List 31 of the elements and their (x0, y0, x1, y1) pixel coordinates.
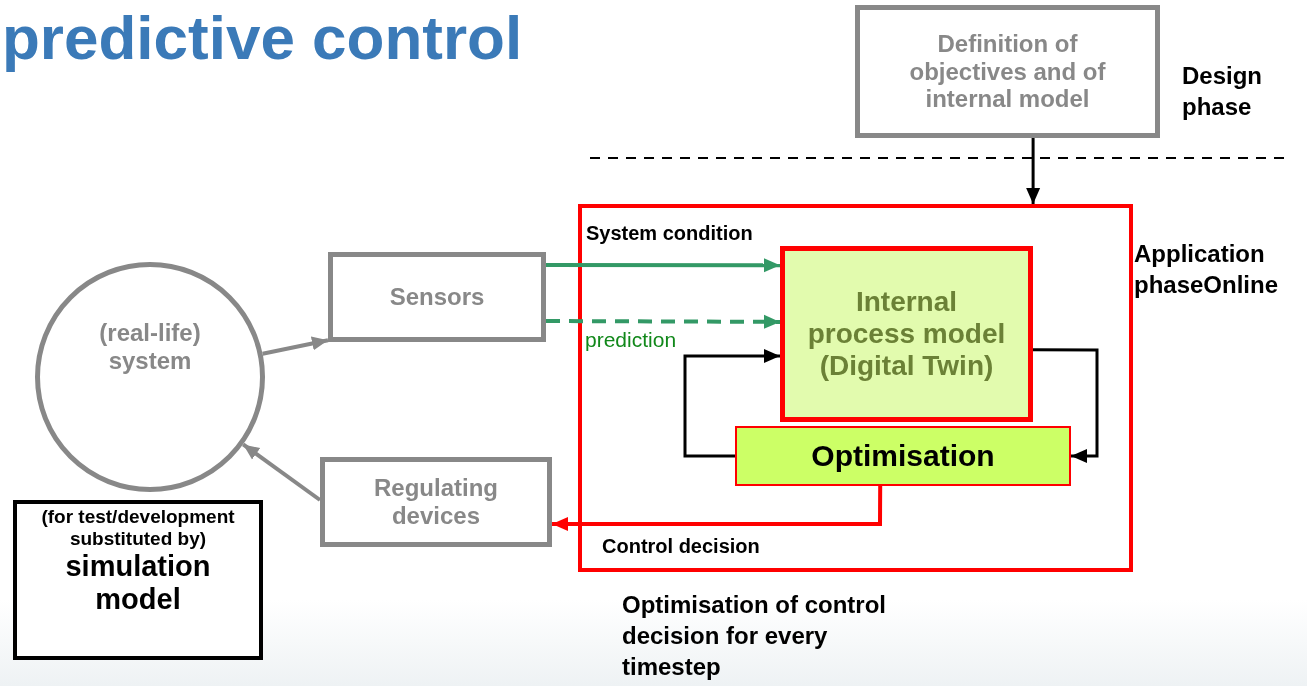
process-box (320, 457, 552, 547)
arrow (546, 258, 780, 273)
model-box (780, 246, 1033, 422)
node-caption: Application phaseOnline (1134, 239, 1280, 301)
node-text: Regulating devices (373, 474, 499, 530)
edge-label: Control decision (602, 535, 760, 558)
arrow (546, 314, 780, 329)
phase-label: Design phase (1182, 61, 1263, 123)
arrow (552, 486, 883, 531)
system-circle (35, 262, 265, 492)
node-text: (for test/development substituted by) (40, 506, 236, 550)
node-caption: Optimisation of control decision for every timestep (622, 590, 887, 683)
node-text: Optimisation (811, 438, 995, 474)
arrow (242, 442, 322, 502)
arrow (262, 336, 329, 356)
process-box (328, 252, 546, 342)
node-text: Definition of objectives and of internal model (908, 30, 1107, 113)
arrow (1026, 138, 1041, 204)
optimisation-box (735, 426, 1071, 486)
title: predictive control (2, 2, 523, 73)
application-frame (578, 204, 1133, 572)
edge-label: System condition (586, 222, 753, 245)
node-text: Sensors (389, 283, 485, 311)
simulation-box (13, 500, 263, 660)
arrow (1033, 348, 1099, 463)
arrow (683, 349, 780, 458)
node-text: simulation model (64, 549, 212, 617)
node-text: Internal process model (Digital Twin) (806, 285, 1007, 383)
process-box (855, 5, 1160, 138)
edge-label: prediction (585, 328, 677, 352)
node-text: (real-life) system (98, 319, 202, 375)
